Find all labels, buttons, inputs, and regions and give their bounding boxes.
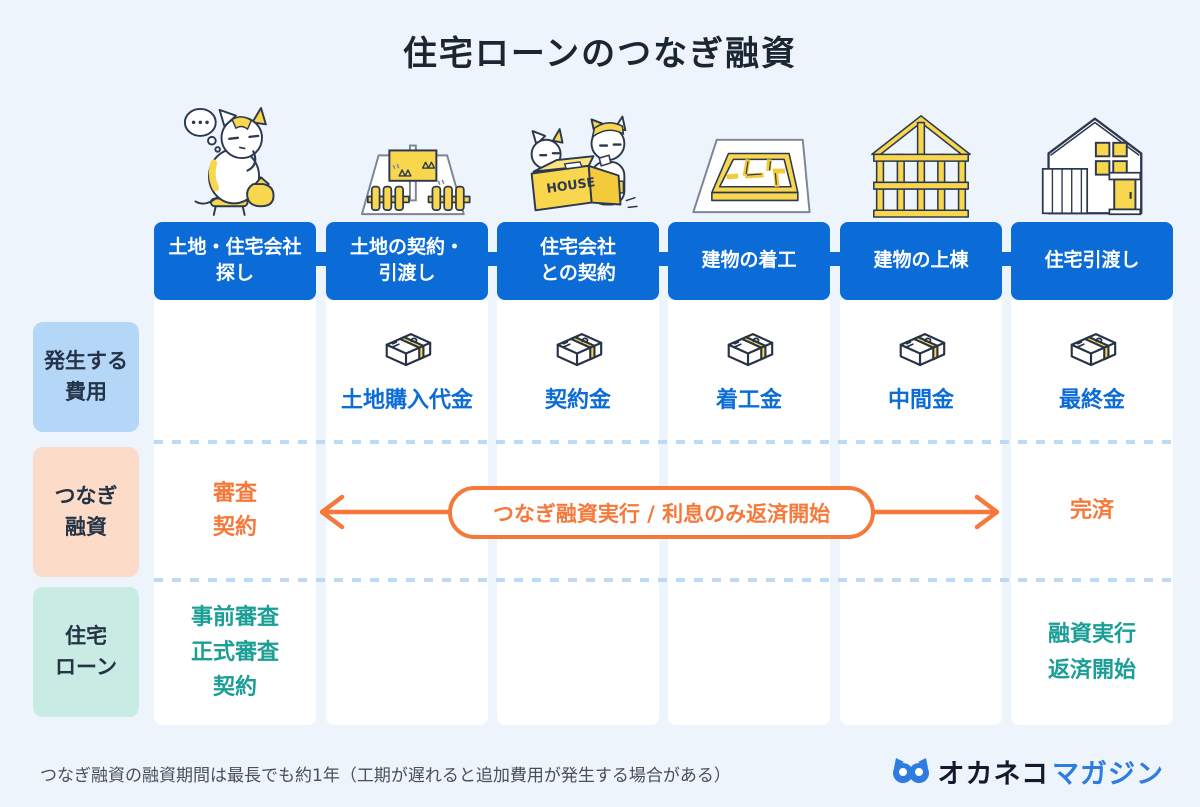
cost-label: 最終金 [1058, 387, 1125, 413]
cost-label: 着工金 [715, 387, 782, 413]
cost-cell: 土地購入代金 [326, 300, 488, 442]
footnote: つなぎ融資の融資期間は最長でも約1年（工期が遅れると追加費用が発生する場合がある… [40, 766, 731, 786]
column-header-5: 建物の上棟 [840, 222, 1002, 300]
cost-cell: 着工金 [668, 300, 830, 442]
loan-steps-text: 事前審査 正式審査 契約 [190, 604, 279, 701]
bridge-review-text: 審査 契約 [212, 480, 257, 540]
money-stack-icon [556, 332, 603, 366]
column-header-4: 建物の着工 [668, 222, 830, 300]
row-divider [154, 578, 1173, 582]
column-header-3: 住宅会社 との契約 [497, 222, 659, 300]
column-background-6 [1011, 300, 1173, 725]
cost-cell: 契約金 [497, 300, 659, 442]
column-header-1: 土地・住宅会社 探し [154, 222, 316, 300]
page-title: 住宅ローンのつなぎ融資 [402, 34, 798, 74]
cost-cell: 中間金 [840, 300, 1002, 442]
house-box-label: HOUSE [545, 174, 596, 196]
row-divider [154, 440, 1173, 444]
bridge-banner-pill: つなぎ融資実行 / 利息のみ返済開始 [448, 486, 875, 539]
column-header-6: 住宅引渡し [1011, 222, 1173, 300]
finished-house-icon [1011, 96, 1173, 218]
loan-execution-text: 融資実行 返済開始 [1047, 622, 1136, 683]
thinking-cat-icon [154, 96, 316, 218]
row-label-bridge-loan: つなぎ 融資 [33, 447, 139, 577]
house-frame-icon [840, 96, 1002, 218]
column-header-2: 土地の契約・ 引渡し [326, 222, 488, 300]
money-stack-icon [1070, 332, 1117, 366]
brand-name: オカネコ [937, 759, 1049, 790]
cats-house-box-icon: HOUSE [497, 96, 659, 218]
cost-label: 中間金 [887, 387, 954, 413]
row-label-home-loan: 住宅 ローン [33, 587, 139, 717]
cat-logo-icon [892, 757, 929, 787]
money-stack-icon [727, 332, 774, 366]
money-stack-icon [899, 332, 946, 366]
bridge-arrow-right-icon [873, 494, 1000, 530]
bridge-complete-text: 完済 [1069, 497, 1114, 523]
money-stack-icon [385, 332, 432, 366]
floor-plan-icon [668, 96, 830, 218]
land-plot-icon [326, 96, 488, 218]
cost-label: 土地購入代金 [340, 387, 473, 413]
cost-cell: 最終金 [1011, 300, 1173, 442]
row-label-costs: 発生する 費用 [33, 322, 139, 432]
column-background-1 [154, 300, 316, 725]
bridge-arrow-left-icon [319, 494, 450, 530]
cost-label: 契約金 [544, 387, 611, 413]
brand-suffix: マガジン [1052, 759, 1164, 790]
brand-logo: オカネコ マガジン [891, 752, 1164, 791]
